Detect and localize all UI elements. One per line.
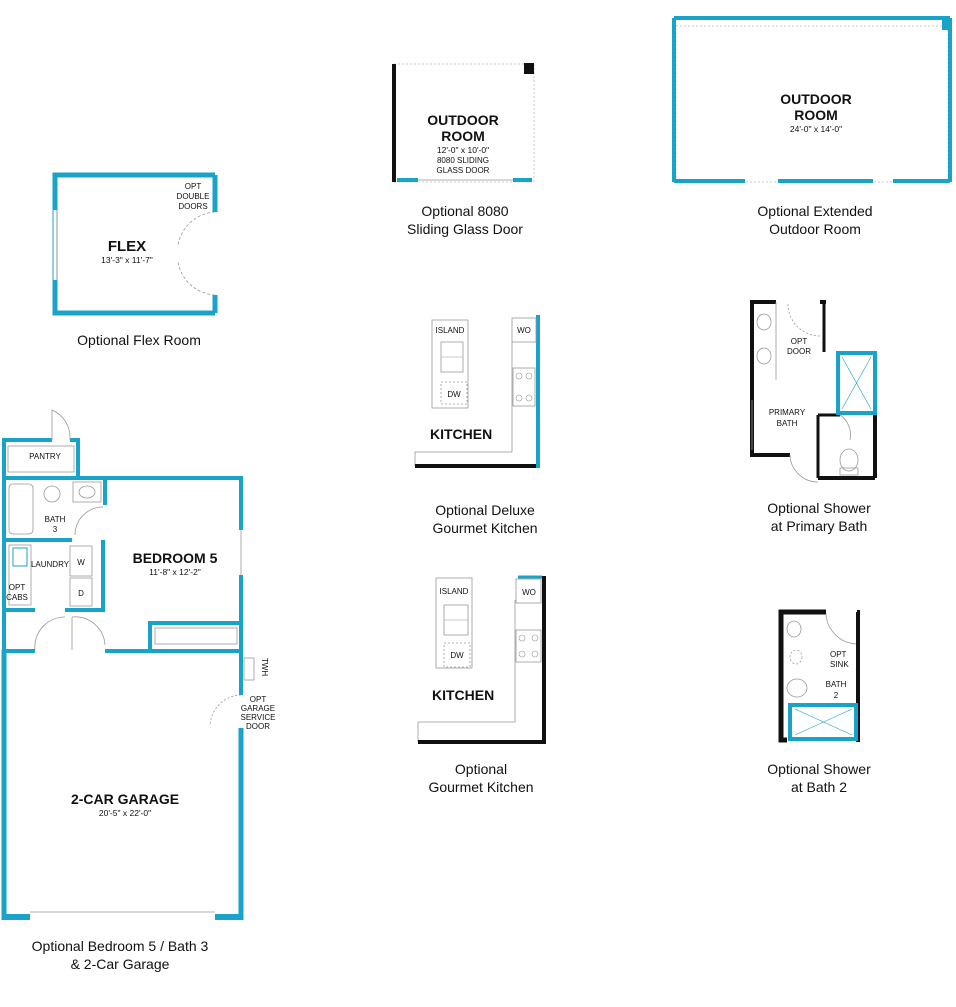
deluxe-island-label: ISLAND xyxy=(436,326,465,335)
dryer-label: D xyxy=(78,589,84,598)
outdoor-8080-title: ROOM xyxy=(441,128,485,144)
laundry-label: LAUNDRY xyxy=(31,560,70,569)
outdoor-ext-dims: 24'-0" x 14'-0" xyxy=(790,124,842,134)
bath2-title: BATH xyxy=(826,680,847,689)
deluxe-kitchen-title: KITCHEN xyxy=(430,426,492,442)
deluxe-kitchen-caption: Optional Deluxe Gourmet Kitchen xyxy=(400,501,570,537)
caption-line: at Primary Bath xyxy=(770,518,868,534)
outdoor-8080-title: OUTDOOR xyxy=(427,112,499,128)
gourmet-dw-label: DW xyxy=(450,651,464,660)
pantry-label: PANTRY xyxy=(29,452,61,461)
bedroom5-garage-plan: PANTRY BATH 3 LAUNDRY W D OPT CABS xyxy=(1,409,276,920)
flex-room-dims: 13'-3" x 11'-7" xyxy=(101,255,153,265)
primary-opt-door-label: DOOR xyxy=(787,347,811,356)
twh-label: TWH xyxy=(260,658,269,676)
flex-opt-label: DOORS xyxy=(178,202,207,211)
garage-title: 2-CAR GARAGE xyxy=(71,791,179,807)
flex-opt-label: DOUBLE xyxy=(177,192,210,201)
deluxe-kitchen-plan: ISLAND DW WO KITCHEN xyxy=(414,315,540,468)
caption-line: Optional Extended xyxy=(757,203,873,219)
garage-service-door-label: OPT xyxy=(250,695,267,704)
caption-line: Gourmet Kitchen xyxy=(428,779,534,795)
primary-bath-title: BATH xyxy=(777,419,798,428)
bath3-label: 3 xyxy=(53,525,58,534)
bedroom5-caption: Optional Bedroom 5 / Bath 3 & 2-Car Gara… xyxy=(10,937,230,973)
caption-line: Optional Shower xyxy=(767,500,871,516)
gourmet-kitchen-plan: ISLAND DW WO KITCHEN xyxy=(417,575,546,744)
flex-room-title: FLEX xyxy=(108,238,146,255)
gourmet-kitchen-caption: Optional Gourmet Kitchen xyxy=(396,760,566,796)
bath2-title: 2 xyxy=(834,691,839,700)
caption-line: Sliding Glass Door xyxy=(407,221,523,237)
garage-service-door-label: GARAGE xyxy=(241,704,275,713)
caption-line: Optional Bedroom 5 / Bath 3 xyxy=(31,938,209,954)
caption-line: Gourmet Kitchen xyxy=(432,520,538,536)
outdoor-ext-title: ROOM xyxy=(794,107,838,123)
outdoor-8080-note: GLASS DOOR xyxy=(437,166,490,175)
outdoor-8080-dims: 12'-0" x 10'-0" xyxy=(437,145,489,155)
bath2-plan: OPT SINK BATH 2 xyxy=(778,609,860,743)
gourmet-wo-label: WO xyxy=(522,588,536,597)
garage-service-door-label: SERVICE xyxy=(241,713,276,722)
deluxe-wo-label: WO xyxy=(517,326,531,335)
gourmet-island-label: ISLAND xyxy=(440,587,469,596)
caption-line: & 2-Car Garage xyxy=(70,956,170,972)
primary-bath-title: PRIMARY xyxy=(769,408,806,417)
gourmet-kitchen-title: KITCHEN xyxy=(432,687,494,703)
primary-bath-caption: Optional Shower at Primary Bath xyxy=(734,499,904,535)
caption-line: Optional xyxy=(454,761,508,777)
washer-label: W xyxy=(77,558,85,567)
primary-opt-door-label: OPT xyxy=(791,337,808,346)
garage-service-door-label: DOOR xyxy=(246,722,270,731)
garage-dims: 20'-5" x 22'-0" xyxy=(99,808,151,818)
caption-line: Optional Flex Room xyxy=(77,332,201,348)
flex-room-plan: OPT DOUBLE DOORS FLEX 13'-3" x 11'-7" xyxy=(52,172,218,316)
deluxe-dw-label: DW xyxy=(447,390,461,399)
bath2-caption: Optional Shower at Bath 2 xyxy=(734,760,904,796)
bedroom5-title: BEDROOM 5 xyxy=(133,550,218,566)
outdoor-8080-note: 8080 SLIDING xyxy=(437,156,489,165)
outdoor-room-8080-plan: OUTDOOR ROOM 12'-0" x 10'-0" 8080 SLIDIN… xyxy=(392,63,535,183)
flex-opt-label: OPT xyxy=(185,182,202,191)
caption-line: Optional 8080 xyxy=(421,203,509,219)
primary-bath-plan: OPT DOOR PRIMARY BATH xyxy=(750,300,877,483)
outdoor-8080-caption: Optional 8080 Sliding Glass Door xyxy=(380,202,550,238)
caption-line: Optional Deluxe xyxy=(435,502,535,518)
flex-room-caption: Optional Flex Room xyxy=(54,331,224,349)
caption-line: at Bath 2 xyxy=(790,779,848,795)
caption-line: Optional Shower xyxy=(767,761,871,777)
opt-cabs-label: CABS xyxy=(6,593,28,602)
bath2-opt-sink-label: SINK xyxy=(830,660,849,669)
bath2-opt-sink-label: OPT xyxy=(830,650,847,659)
opt-cabs-label: OPT xyxy=(9,583,26,592)
outdoor-ext-title: OUTDOOR xyxy=(780,91,852,107)
caption-line: Outdoor Room xyxy=(769,221,861,237)
bedroom5-dims: 11'-8" x 12'-2" xyxy=(149,567,201,577)
outdoor-room-extended-plan: OUTDOOR ROOM 24'-0" x 14'-0" xyxy=(672,16,952,183)
outdoor-ext-caption: Optional Extended Outdoor Room xyxy=(730,202,900,238)
bath3-label: BATH xyxy=(45,515,66,524)
